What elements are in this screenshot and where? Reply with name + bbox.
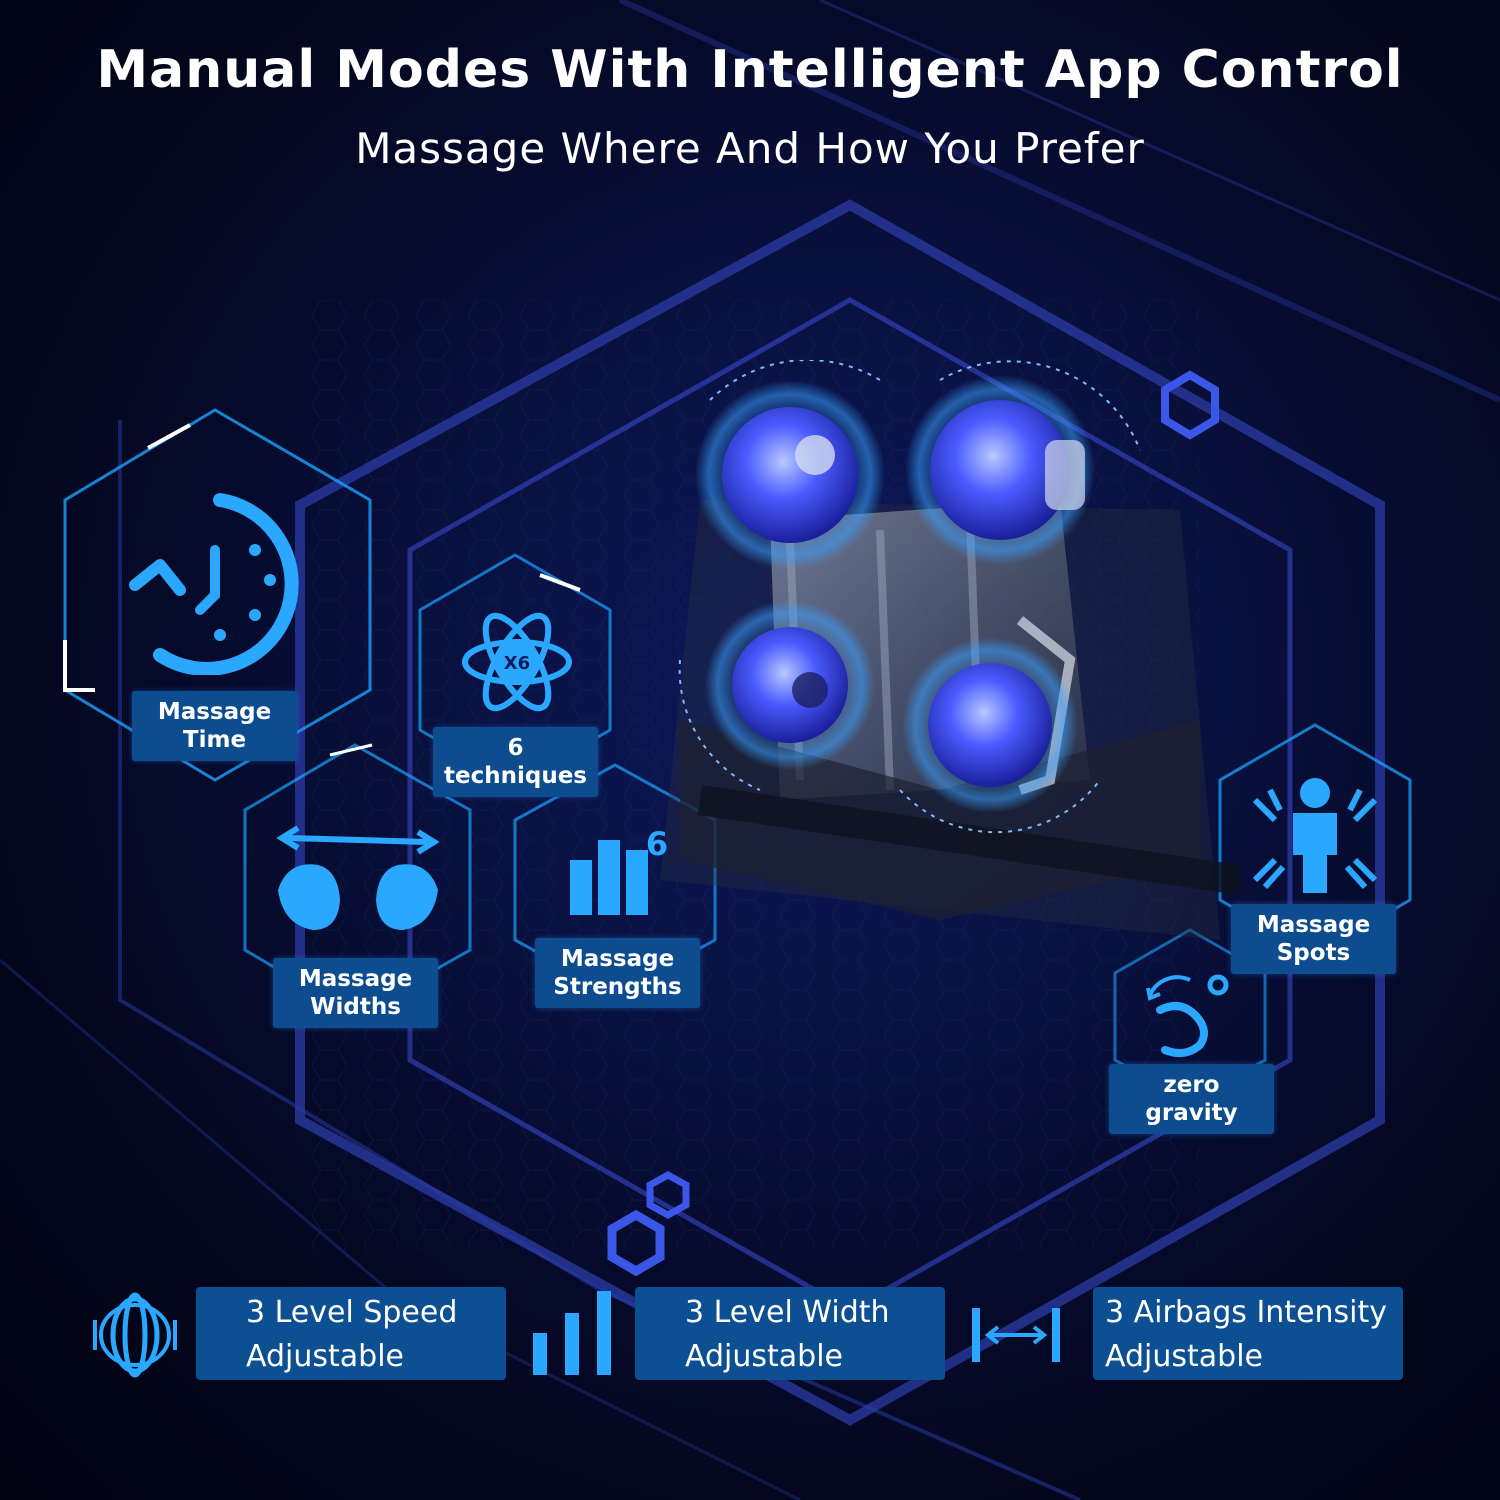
hands-width-icon — [276, 825, 440, 930]
zero-gravity-icon — [1146, 974, 1229, 1058]
speed-adjustable-box: 3 Level Speed Adjustable — [196, 1287, 506, 1380]
massage-roller-mechanism-illustration — [660, 360, 1240, 940]
body-spots-icon — [1252, 778, 1378, 893]
width-adjustable-box: 3 Level Width Adjustable — [635, 1287, 945, 1380]
svg-text:X6: X6 — [504, 653, 530, 674]
airbags-intensity-box: 3 Airbags Intensity Adjustable — [1093, 1287, 1403, 1380]
width-arrow-icon — [972, 1308, 1060, 1362]
clock-icon — [129, 493, 299, 675]
atom-x6-icon: X6 — [462, 612, 572, 712]
sound-wave-icon — [93, 1292, 177, 1378]
svg-text:6: 6 — [646, 825, 668, 863]
signal-bars-icon — [533, 1291, 611, 1375]
page-title: Manual Modes With Intelligent App Contro… — [96, 40, 1404, 100]
page-subtitle: Massage Where And How You Prefer — [355, 124, 1145, 173]
bars-strength-icon: 6 — [570, 825, 668, 915]
